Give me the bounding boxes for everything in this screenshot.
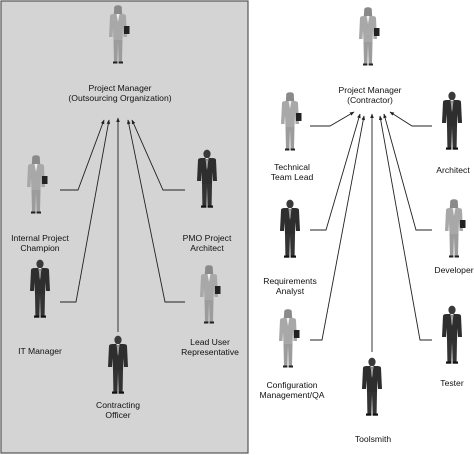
architect-figure [442, 91, 462, 150]
arrow-tester [378, 115, 432, 341]
label-pmo-project-architect: PMO Project Architect [183, 233, 232, 253]
label-project-manager-outsourcing: Project Manager (Outsourcing Organizatio… [68, 83, 171, 103]
configuration-management-figure [279, 309, 300, 368]
project-manager-contractor-figure [359, 7, 380, 66]
label-tester: Tester [440, 378, 463, 388]
arrow-requirements-analyst [310, 113, 361, 231]
label-line: Officer [105, 410, 131, 420]
label-line: Toolsmith [354, 434, 392, 444]
arrow-developer [383, 113, 432, 231]
label-line: Representative [181, 347, 239, 357]
arrow-champion [60, 119, 105, 191]
label-line: Project Manager [88, 83, 152, 93]
label-line: Management/QA [259, 390, 325, 400]
label-line: Team Lead [270, 172, 314, 182]
arrow-architect [389, 111, 432, 127]
label-technical-team-lead: Technical Team Lead [271, 162, 314, 182]
label-line: Analyst [275, 286, 305, 296]
label-requirements-analyst: Requirements Analyst [263, 276, 317, 296]
label-line: Tester [440, 378, 464, 388]
label-line: Internal Project [11, 233, 69, 243]
label-architect: Architect [436, 165, 469, 175]
arrow-pmo-architect [131, 119, 185, 191]
label-line: Architect [436, 165, 470, 175]
label-line: Technical [274, 162, 310, 172]
label-line: Configuration [266, 380, 318, 390]
label-line: (Contractor) [347, 95, 393, 105]
label-line: Contracting [96, 400, 140, 410]
label-line: PMO Project [182, 233, 232, 243]
outsourcing-panel [0, 0, 249, 454]
label-line: Project Manager [338, 85, 402, 95]
toolsmith-figure [362, 357, 382, 416]
arrow-it-manager [60, 119, 111, 303]
arrow-technical-team-lead [310, 111, 355, 127]
label-toolsmith: Toolsmith [355, 434, 391, 444]
technical-team-lead-figure [281, 92, 302, 151]
label-configuration-management-qa: Configuration Management/QA [260, 380, 325, 400]
label-it-manager: IT Manager [18, 346, 62, 356]
label-line: (Outsourcing Organization) [68, 93, 172, 103]
left-arrows [60, 117, 185, 332]
requirements-analyst-figure [280, 199, 300, 258]
label-line: Lead User [190, 337, 230, 347]
label-project-manager-contractor: Project Manager (Contractor) [338, 85, 401, 105]
tester-figure [442, 305, 462, 364]
label-contracting-officer: Contracting Officer [96, 400, 140, 420]
label-internal-project-champion: Internal Project Champion [11, 233, 69, 253]
right-arrows [310, 111, 432, 352]
developer-figure [445, 199, 466, 258]
arrow-configuration-management [310, 115, 366, 341]
label-line: Developer [434, 265, 474, 275]
arrow-lead-user [127, 119, 185, 303]
label-line: Requirements [263, 276, 317, 286]
label-lead-user-representative: Lead User Representative [181, 337, 239, 357]
label-line: Architect [190, 243, 224, 253]
label-developer: Developer [434, 265, 473, 275]
label-line: Champion [20, 243, 60, 253]
label-line: IT Manager [18, 346, 62, 356]
